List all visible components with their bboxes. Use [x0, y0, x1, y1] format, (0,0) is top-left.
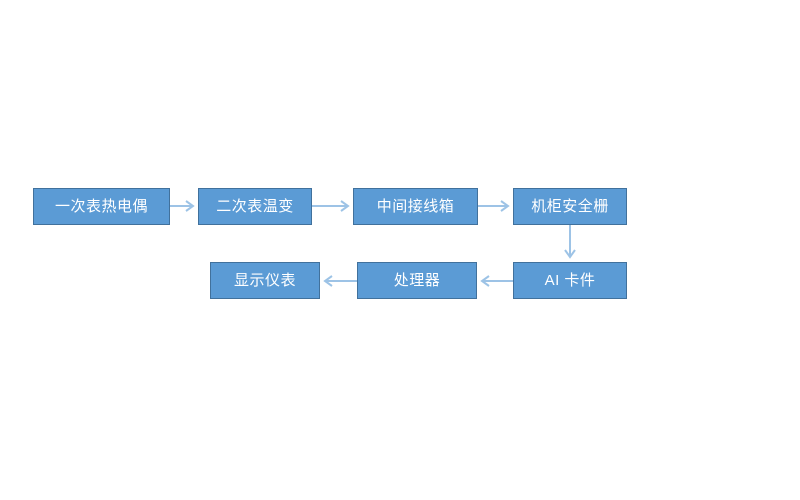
node-label: 机柜安全栅	[531, 198, 609, 215]
node-cabinet-safety-barrier[interactable]: 机柜安全栅	[513, 188, 627, 225]
connector-n2-n3	[312, 199, 353, 213]
node-primary-thermocouple[interactable]: 一次表热电偶	[33, 188, 170, 225]
connector-n6-n7	[320, 274, 357, 288]
node-label: 中间接线箱	[376, 198, 455, 215]
connector-n1-n2	[170, 199, 198, 213]
connector-n3-n4	[478, 199, 513, 213]
node-label: 二次表温变	[216, 198, 294, 215]
node-label: 处理器	[393, 272, 441, 289]
node-display-instrument[interactable]: 显示仪表	[210, 262, 320, 299]
node-ai-card[interactable]: AI 卡件	[513, 262, 627, 299]
node-label: AI 卡件	[544, 272, 596, 289]
node-label: 一次表热电偶	[54, 198, 148, 215]
connector-n4-n5	[563, 225, 577, 262]
node-junction-box[interactable]: 中间接线箱	[353, 188, 478, 225]
node-secondary-transmitter[interactable]: 二次表温变	[198, 188, 312, 225]
node-processor[interactable]: 处理器	[357, 262, 477, 299]
node-label: 显示仪表	[233, 272, 296, 289]
connector-n5-n6	[477, 274, 513, 288]
